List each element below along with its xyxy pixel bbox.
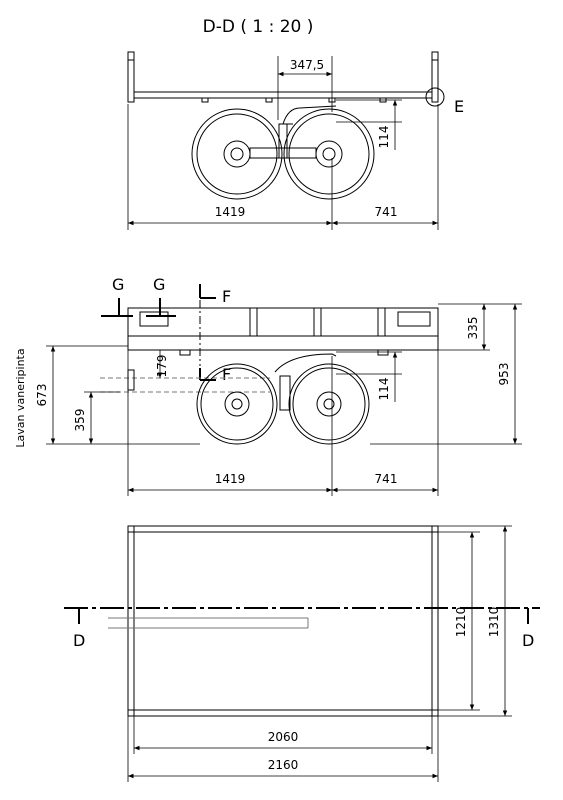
top-inner-bed — [133, 531, 433, 711]
side-label-g1: G — [112, 275, 124, 294]
section-wheel-left — [191, 108, 283, 200]
section-right-rail — [431, 51, 439, 103]
side-dim-179: 179 — [155, 355, 169, 378]
top-dim-2060: 2060 — [268, 730, 299, 744]
detail-circle-e — [425, 87, 445, 107]
side-label-g2: G — [153, 275, 165, 294]
section-dim-offset: 347,5 — [290, 58, 324, 72]
side-label-f-bottom: F — [222, 365, 231, 384]
section-wheel-right — [283, 108, 375, 200]
section-left-rail — [127, 51, 135, 103]
top-section-label-left: D — [73, 631, 85, 650]
side-view: G G F F — [14, 275, 522, 496]
side-dim-114: 114 — [377, 378, 391, 401]
side-dim-top-height: 335 — [466, 317, 480, 340]
top-dim-1310: 1310 — [487, 607, 501, 638]
top-view: D D 1210 1310 2060 2160 — [64, 525, 540, 782]
section-bed — [133, 91, 433, 99]
side-label: Lavan vaneripinta — [14, 348, 27, 447]
side-wheel-right — [288, 363, 370, 445]
side-dim-673: 673 — [35, 384, 49, 407]
top-dim-1210: 1210 — [454, 607, 468, 638]
side-dim-left: 1419 — [215, 472, 246, 486]
section-view: E 347,5 114 — [127, 51, 464, 230]
top-section-label-right: D — [522, 631, 534, 650]
section-dim-height: 114 — [377, 126, 391, 149]
top-outer-frame — [127, 525, 439, 717]
side-body — [127, 307, 439, 351]
side-wheel-left — [196, 363, 278, 445]
top-dim-2160: 2160 — [268, 758, 299, 772]
section-dim-left: 1419 — [215, 205, 246, 219]
detail-label-e: E — [454, 97, 464, 116]
side-label-f-top: F — [222, 287, 231, 306]
side-dim-right: 741 — [375, 472, 398, 486]
section-dim-right: 741 — [375, 205, 398, 219]
side-dim-total-height: 953 — [497, 363, 511, 386]
view-title: D-D ( 1 : 20 ) — [203, 17, 314, 37]
side-dim-359: 359 — [73, 409, 87, 432]
